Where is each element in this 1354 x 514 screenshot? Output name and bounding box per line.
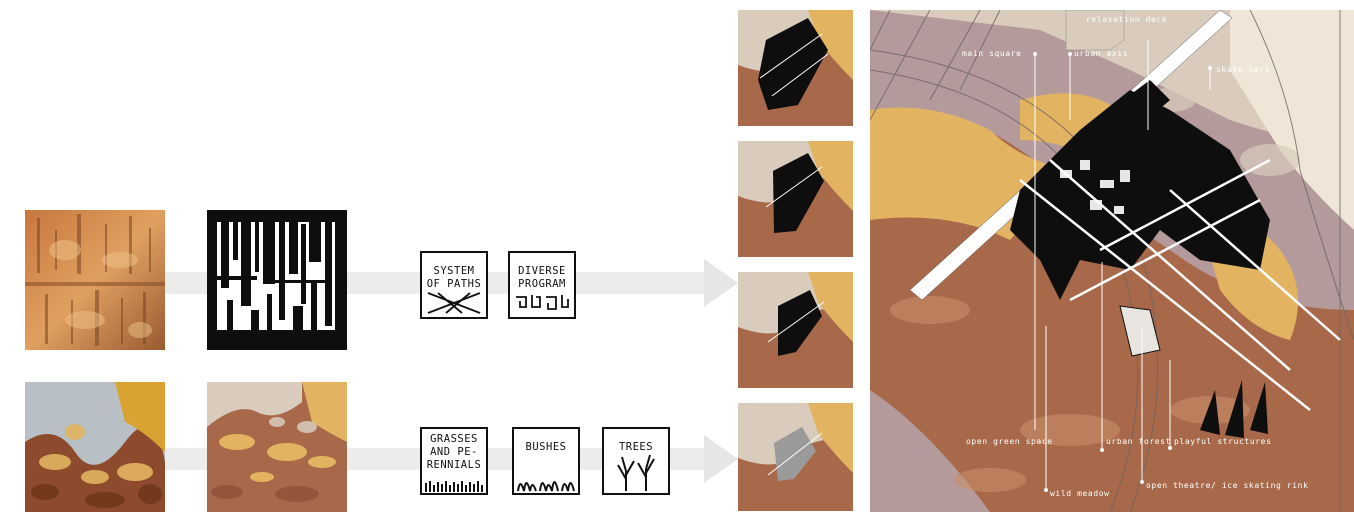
- site-thumbnail-2: [738, 141, 853, 257]
- label-playful-structures: playful structures: [1174, 437, 1272, 446]
- diverse-program-label: DIVERSE PROGRAM: [510, 265, 574, 291]
- tree-icon: [604, 453, 668, 493]
- label-skate-park: skate park: [1216, 65, 1270, 74]
- grasses-label: GRASSES AND PE- RENNIALS: [422, 433, 486, 472]
- rust-texture-photo-2: [25, 382, 165, 512]
- bushes-icon-box: BUSHES: [512, 427, 580, 495]
- label-urban-axis: urban axis: [1074, 49, 1128, 58]
- label-urban-forest: urban forest: [1106, 437, 1171, 446]
- site-plan-map: relaxation deck main square urban axis s…: [870, 10, 1354, 512]
- system-of-paths-icon-box: SYSTEM OF PATHS: [420, 251, 488, 319]
- label-open-green-space: open green space: [966, 437, 1053, 446]
- threshold-pattern-bw: [207, 210, 347, 350]
- site-thumbnail-1: [738, 10, 853, 126]
- flow-arrow-top: [704, 259, 738, 307]
- system-of-paths-label: SYSTEM OF PATHS: [422, 265, 486, 291]
- bush-icon: [514, 467, 578, 493]
- site-thumbnail-4: [738, 403, 853, 511]
- grass-icon: [422, 479, 486, 493]
- diverse-program-icon-box: DIVERSE PROGRAM: [508, 251, 576, 319]
- trees-icon-box: TREES: [602, 427, 670, 495]
- program-maze-icon: [510, 289, 574, 317]
- label-wild-meadow: wild meadow: [1050, 489, 1110, 498]
- rust-texture-photo: [25, 210, 165, 350]
- label-main-square: main square: [962, 49, 1022, 58]
- crossing-paths-icon: [422, 289, 486, 317]
- site-thumbnail-3: [738, 272, 853, 388]
- bushes-label: BUSHES: [514, 441, 578, 454]
- label-open-theatre: open theatre/ ice skating rink: [1146, 481, 1309, 490]
- label-relaxation-deck: relaxation deck: [1086, 15, 1167, 24]
- flow-arrow-bottom: [704, 435, 738, 483]
- color-zones-pattern: [207, 382, 347, 512]
- grasses-icon-box: GRASSES AND PE- RENNIALS: [420, 427, 488, 495]
